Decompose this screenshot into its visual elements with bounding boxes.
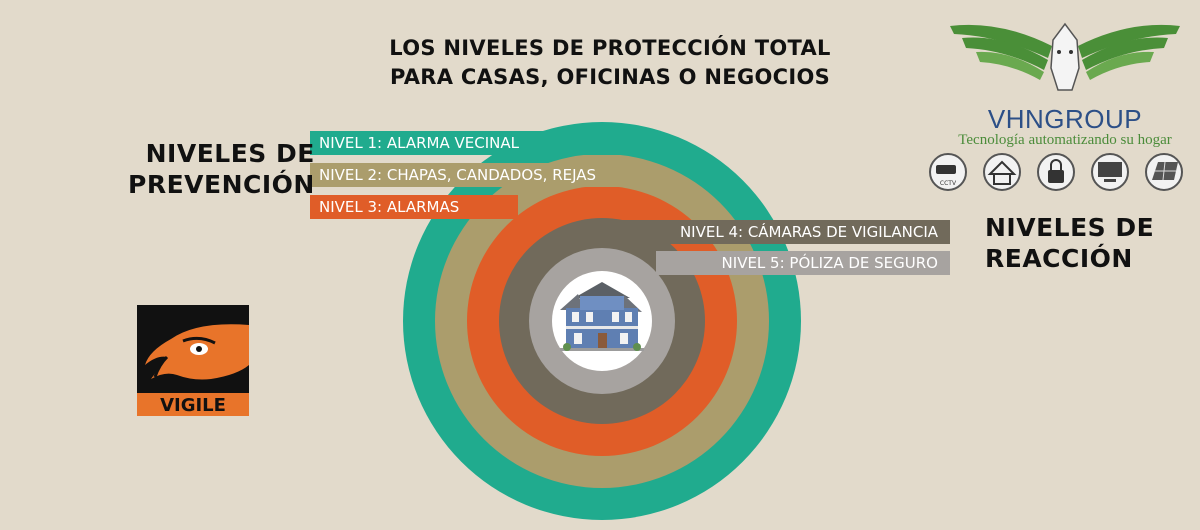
cctv-icon: CCTV bbox=[929, 153, 967, 191]
horse-wings-icon bbox=[950, 22, 1180, 91]
svg-text:CCTV: CCTV bbox=[940, 180, 957, 187]
vhngroup-name: VHNGROUP bbox=[987, 104, 1143, 134]
vhngroup-tagline: Tecnología automatizando su hogar bbox=[958, 132, 1172, 148]
prevention-levels-label: NIVELES DE PREVENCIÓN bbox=[128, 138, 315, 200]
solar-energy-icon bbox=[1145, 153, 1183, 191]
eagle-icon bbox=[145, 324, 249, 380]
software-hardware-icon bbox=[1091, 153, 1129, 191]
title-line-1: LOS NIVELES DE PROTECCIÓN TOTAL bbox=[389, 36, 831, 60]
vhngroup-service-icons: CCTV bbox=[929, 153, 1183, 191]
level-5-bar: NIVEL 5: PÓLIZA DE SEGURO bbox=[656, 251, 950, 275]
level-4-bar: NIVEL 4: CÁMARAS DE VIGILANCIA bbox=[594, 220, 950, 244]
page-title: LOS NIVELES DE PROTECCIÓN TOTAL PARA CAS… bbox=[330, 34, 890, 92]
prevention-line-1: NIVELES DE bbox=[145, 139, 315, 168]
house-icon bbox=[560, 282, 644, 351]
title-line-2: PARA CASAS, OFICINAS O NEGOCIOS bbox=[389, 65, 831, 89]
vhngroup-wings-logo bbox=[950, 22, 1180, 91]
prevention-line-2: PREVENCIÓN bbox=[128, 170, 315, 199]
level-1-bar: NIVEL 1: ALARMA VECINAL bbox=[310, 131, 660, 155]
level-3-bar: NIVEL 3: ALARMAS bbox=[310, 195, 518, 219]
reaction-line-1: NIVELES DE bbox=[985, 213, 1155, 242]
reaction-levels-label: NIVELES DE REACCIÓN bbox=[985, 212, 1154, 274]
vigile-logo: VIGILE bbox=[137, 305, 249, 416]
home-automation-icon bbox=[983, 153, 1021, 191]
level-2-bar: NIVEL 2: CHAPAS, CANDADOS, REJAS bbox=[310, 163, 622, 187]
access-control-icon bbox=[1037, 153, 1075, 191]
vigile-name: VIGILE bbox=[160, 395, 226, 416]
reaction-line-2: REACCIÓN bbox=[985, 244, 1133, 273]
